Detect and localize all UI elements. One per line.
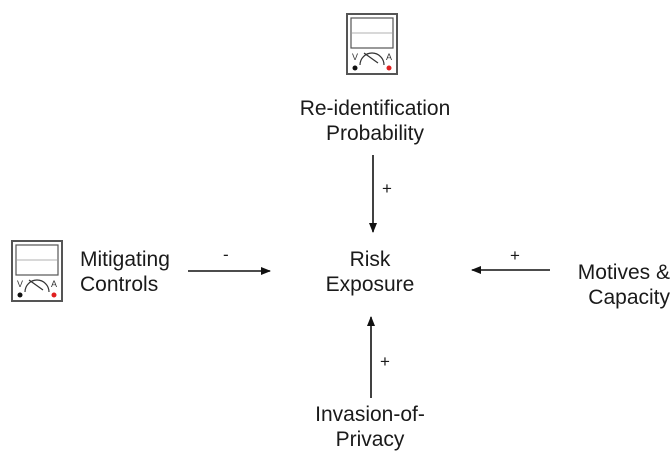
node-invasion-of-privacy: Invasion-of- Privacy [290, 402, 450, 452]
node-label-line1: Motives & [577, 261, 670, 284]
red-terminal [51, 292, 57, 298]
voltmeter-icon: V A [346, 13, 398, 75]
node-label-line2: Exposure [325, 273, 415, 296]
node-label-line2: Probability [325, 122, 425, 145]
sign-top: + [382, 179, 392, 198]
node-label-line2: Controls [80, 273, 159, 296]
red-terminal [386, 65, 392, 71]
node-label-line2: Capacity [588, 286, 670, 309]
sign-left: - [223, 245, 229, 264]
sign-right: + [510, 246, 520, 265]
sign-bottom: + [380, 352, 390, 371]
node-label-line2: Privacy [335, 428, 405, 451]
meter-amp-label: A [386, 52, 392, 62]
black-terminal [17, 292, 23, 298]
node-risk-exposure: Risk Exposure [310, 247, 430, 297]
node-label-line1: Mitigating [80, 248, 170, 271]
node-re-identification-probability: Re-identification Probability [270, 96, 480, 146]
meter-amp-label: A [51, 279, 57, 289]
node-motives-capacity: Motives & Capacity [548, 260, 670, 310]
node-mitigating-controls: Mitigating Controls [80, 247, 170, 297]
black-terminal [352, 65, 358, 71]
meter-volt-label: V [352, 52, 358, 62]
meter-volt-label: V [17, 279, 23, 289]
node-label-line1: Invasion-of- [315, 403, 425, 426]
node-label-line1: Risk [349, 248, 391, 271]
voltmeter-icon: V A [11, 240, 63, 302]
node-label-line1: Re-identification [299, 97, 451, 120]
